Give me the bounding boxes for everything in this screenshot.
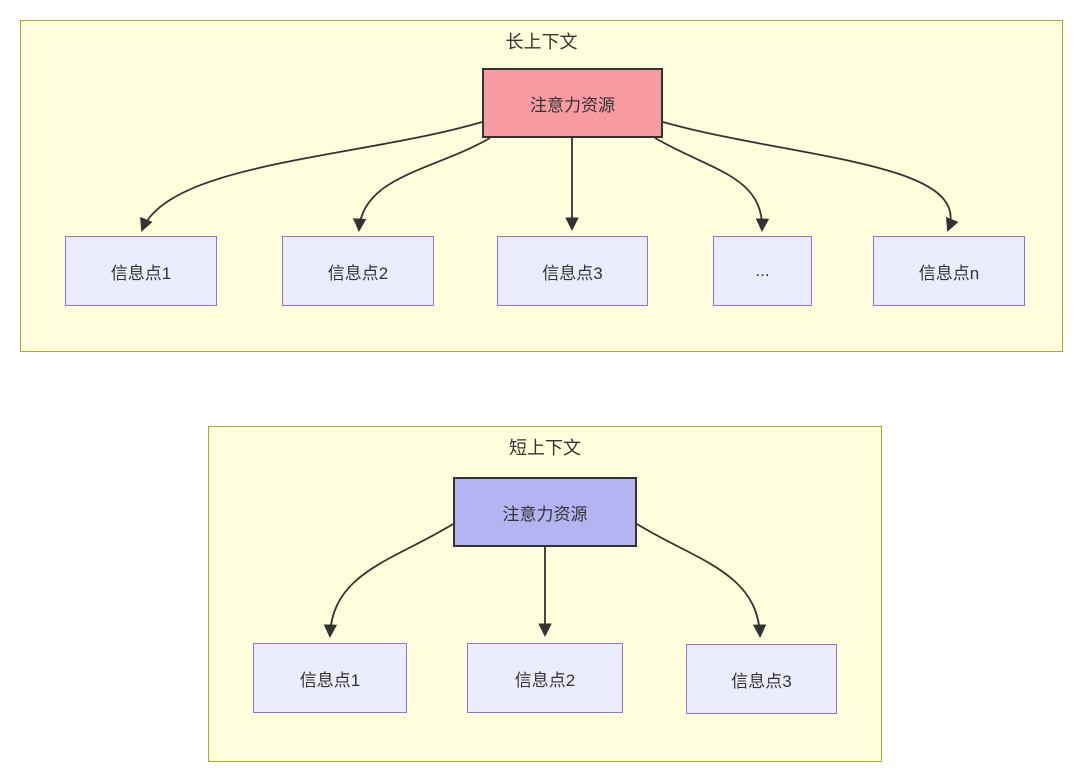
long-info-node-n: 信息点n: [873, 236, 1025, 306]
long-info-node-ellipsis: ...: [713, 236, 812, 306]
short-info-node-3: 信息点3: [686, 644, 837, 714]
short-info-node-2: 信息点2: [467, 643, 623, 713]
long-info-node-2: 信息点2: [282, 236, 434, 306]
short-context-root-node: 注意力资源: [453, 477, 637, 547]
long-info-node-3: 信息点3: [497, 236, 648, 306]
long-info-node-1: 信息点1: [65, 236, 217, 306]
long-context-root-node: 注意力资源: [482, 68, 663, 138]
long-context-title: 长上下文: [505, 32, 578, 52]
short-context-title: 短上下文: [509, 438, 581, 458]
short-info-node-1: 信息点1: [253, 643, 407, 713]
